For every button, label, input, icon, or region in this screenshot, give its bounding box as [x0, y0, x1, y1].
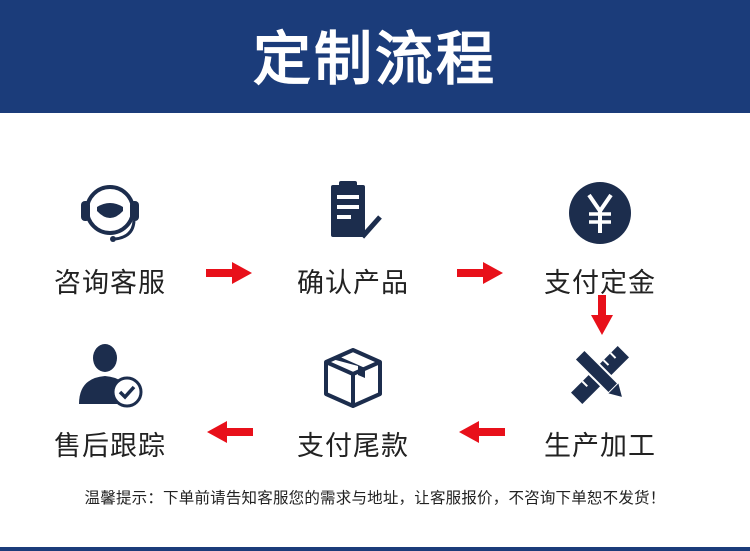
page-title: 定制流程: [252, 24, 497, 93]
clipboard-check-icon: [318, 177, 388, 247]
step-confirm-product: 确认产品: [268, 177, 438, 300]
step-consult: 咨询客服: [25, 177, 195, 300]
step-label: 支付定金: [544, 268, 656, 299]
arrow-left-icon: [207, 421, 253, 443]
step-after-sales: 售后跟踪: [25, 340, 195, 463]
arrow-right-icon: [457, 262, 503, 284]
footer-divider: [0, 547, 750, 551]
headset-customer-service-icon: [75, 177, 145, 247]
step-label: 确认产品: [297, 268, 409, 299]
arrow-right-icon: [206, 262, 252, 284]
step-label: 生产加工: [544, 431, 656, 462]
step-production: 生产加工: [515, 340, 685, 463]
arrow-down-icon: [591, 295, 613, 335]
step-pay-balance: 支付尾款: [268, 340, 438, 463]
reminder-note: 温馨提示：下单前请告知客服您的需求与地址，让客服报价，不咨询下单恕不发货！: [84, 489, 666, 507]
yen-coin-icon: [565, 177, 635, 247]
step-label: 售后跟踪: [54, 431, 166, 462]
pencil-ruler-icon: [565, 340, 635, 410]
arrow-left-icon: [459, 421, 505, 443]
step-label: 支付尾款: [297, 431, 409, 462]
package-box-icon: [318, 340, 388, 410]
step-label: 咨询客服: [54, 268, 166, 299]
header-banner: 定制流程: [0, 0, 750, 113]
user-check-icon: [75, 340, 145, 410]
step-pay-deposit: 支付定金: [515, 177, 685, 300]
